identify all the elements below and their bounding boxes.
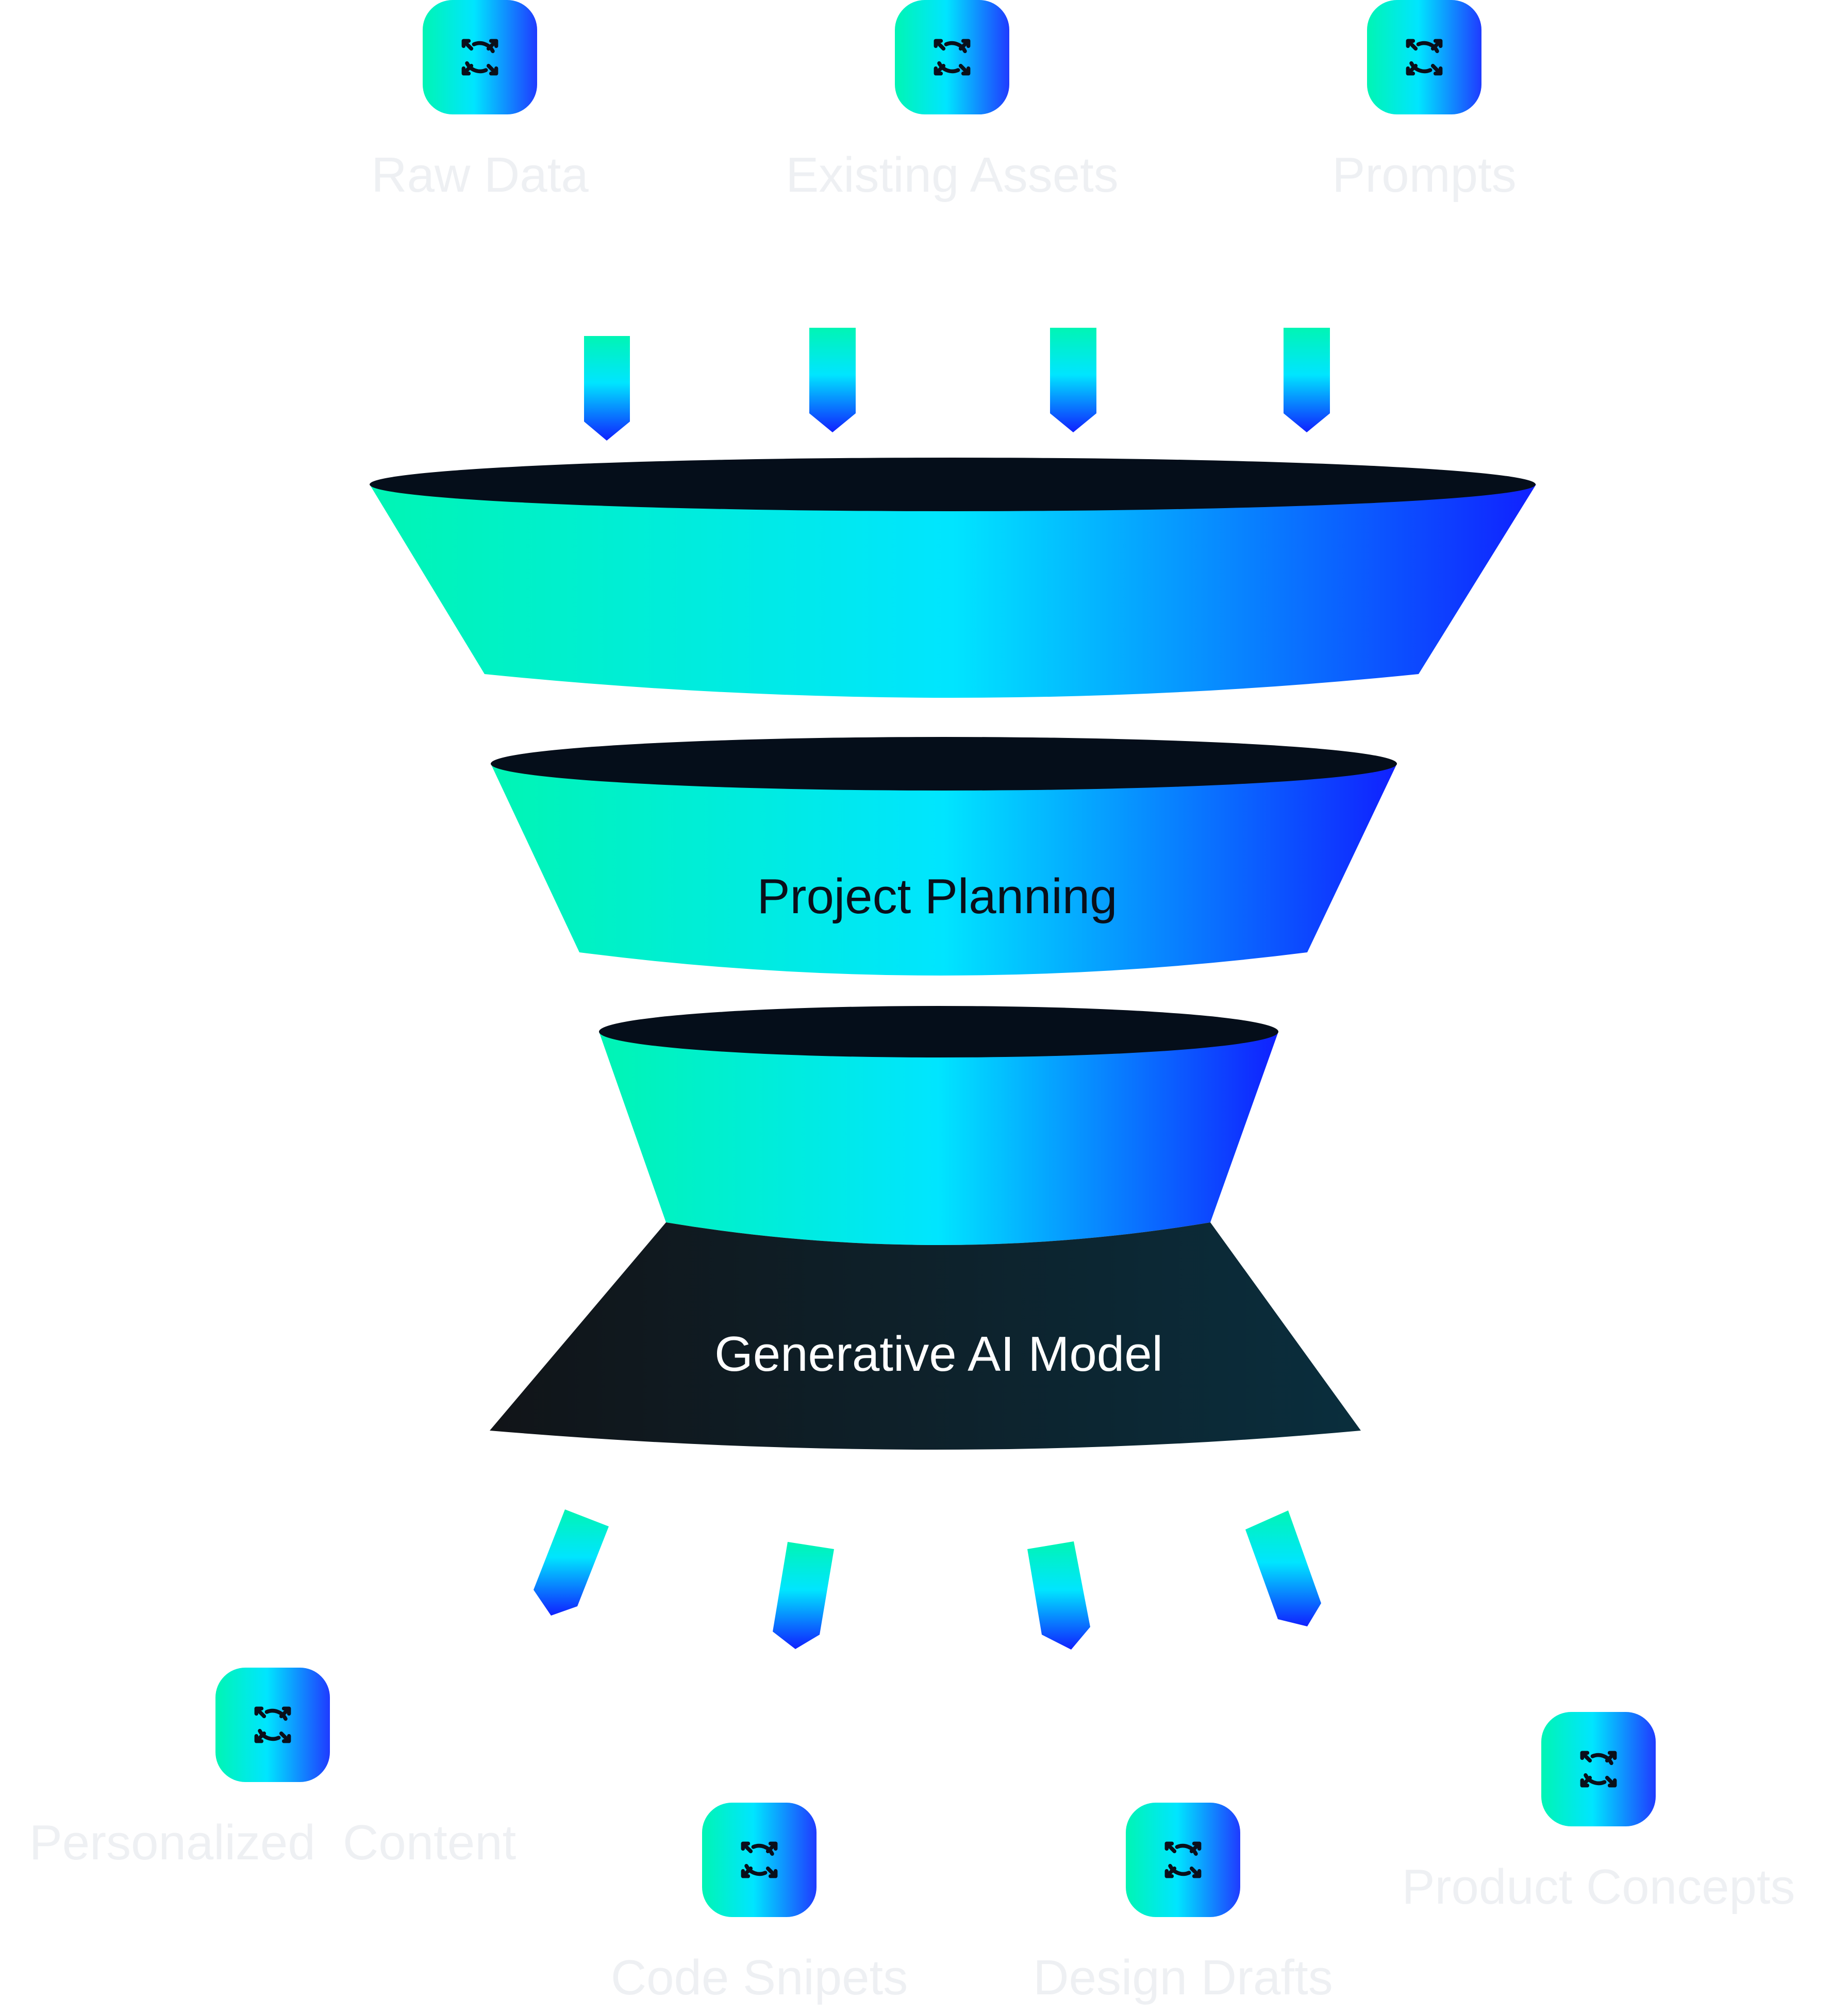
funnel-band xyxy=(599,1032,1278,1245)
down-arrow xyxy=(584,336,630,441)
input-icon-tile xyxy=(423,0,537,114)
input-label: Existing Assets xyxy=(786,147,1119,203)
funnel-band xyxy=(370,484,1536,698)
input-raw-data: Raw Data xyxy=(371,0,589,203)
diagonal-arrow xyxy=(773,1542,834,1649)
input-icon-tile xyxy=(895,0,1009,114)
down-arrow xyxy=(1050,328,1096,432)
input-flow-arrows xyxy=(584,328,1330,441)
diagonal-arrow xyxy=(1245,1510,1321,1626)
output-flow-arrows xyxy=(534,1509,1321,1650)
output-icon-tile xyxy=(215,1668,330,1782)
output-design-drafts: Design Drafts xyxy=(1033,1803,1333,2005)
funnel-rim xyxy=(370,458,1536,511)
input-label: Raw Data xyxy=(371,147,589,203)
model-label: Generative AI Model xyxy=(714,1326,1163,1382)
output-product-concepts: Product Concepts xyxy=(1402,1712,1795,1914)
model-block xyxy=(490,1222,1361,1450)
input-existing-assets: Existing Assets xyxy=(786,0,1119,203)
input-label: Prompts xyxy=(1332,147,1516,203)
down-arrow xyxy=(1284,328,1330,432)
diagonal-arrow xyxy=(534,1509,609,1616)
stage-label: Project Planning xyxy=(757,869,1117,924)
funnel-stage-1 xyxy=(370,458,1536,698)
output-label: Design Drafts xyxy=(1033,1950,1333,2005)
funnel-stage-3 xyxy=(599,1006,1278,1245)
funnel-rim xyxy=(491,737,1397,791)
output-icon-tile xyxy=(1126,1803,1240,1917)
output-code-snipets: Code Snipets xyxy=(611,1803,908,2005)
input-icon-tile xyxy=(1367,0,1481,114)
output-personalized-content: Personalized Content xyxy=(29,1668,517,1870)
input-prompts: Prompts xyxy=(1332,0,1517,203)
down-arrow xyxy=(809,328,856,432)
output-icon-tile xyxy=(702,1803,817,1917)
diagonal-arrow xyxy=(1027,1541,1090,1650)
output-label: Personalized Content xyxy=(29,1815,517,1870)
funnel-stage-2: Project Planning xyxy=(491,737,1397,976)
output-label: Code Snipets xyxy=(611,1950,908,2005)
funnel-band xyxy=(491,764,1397,976)
generative-ai-model-stage: Generative AI Model xyxy=(490,1222,1361,1450)
output-label: Product Concepts xyxy=(1402,1859,1795,1914)
output-icon-tile xyxy=(1541,1712,1656,1826)
funnel-rim xyxy=(599,1006,1278,1057)
